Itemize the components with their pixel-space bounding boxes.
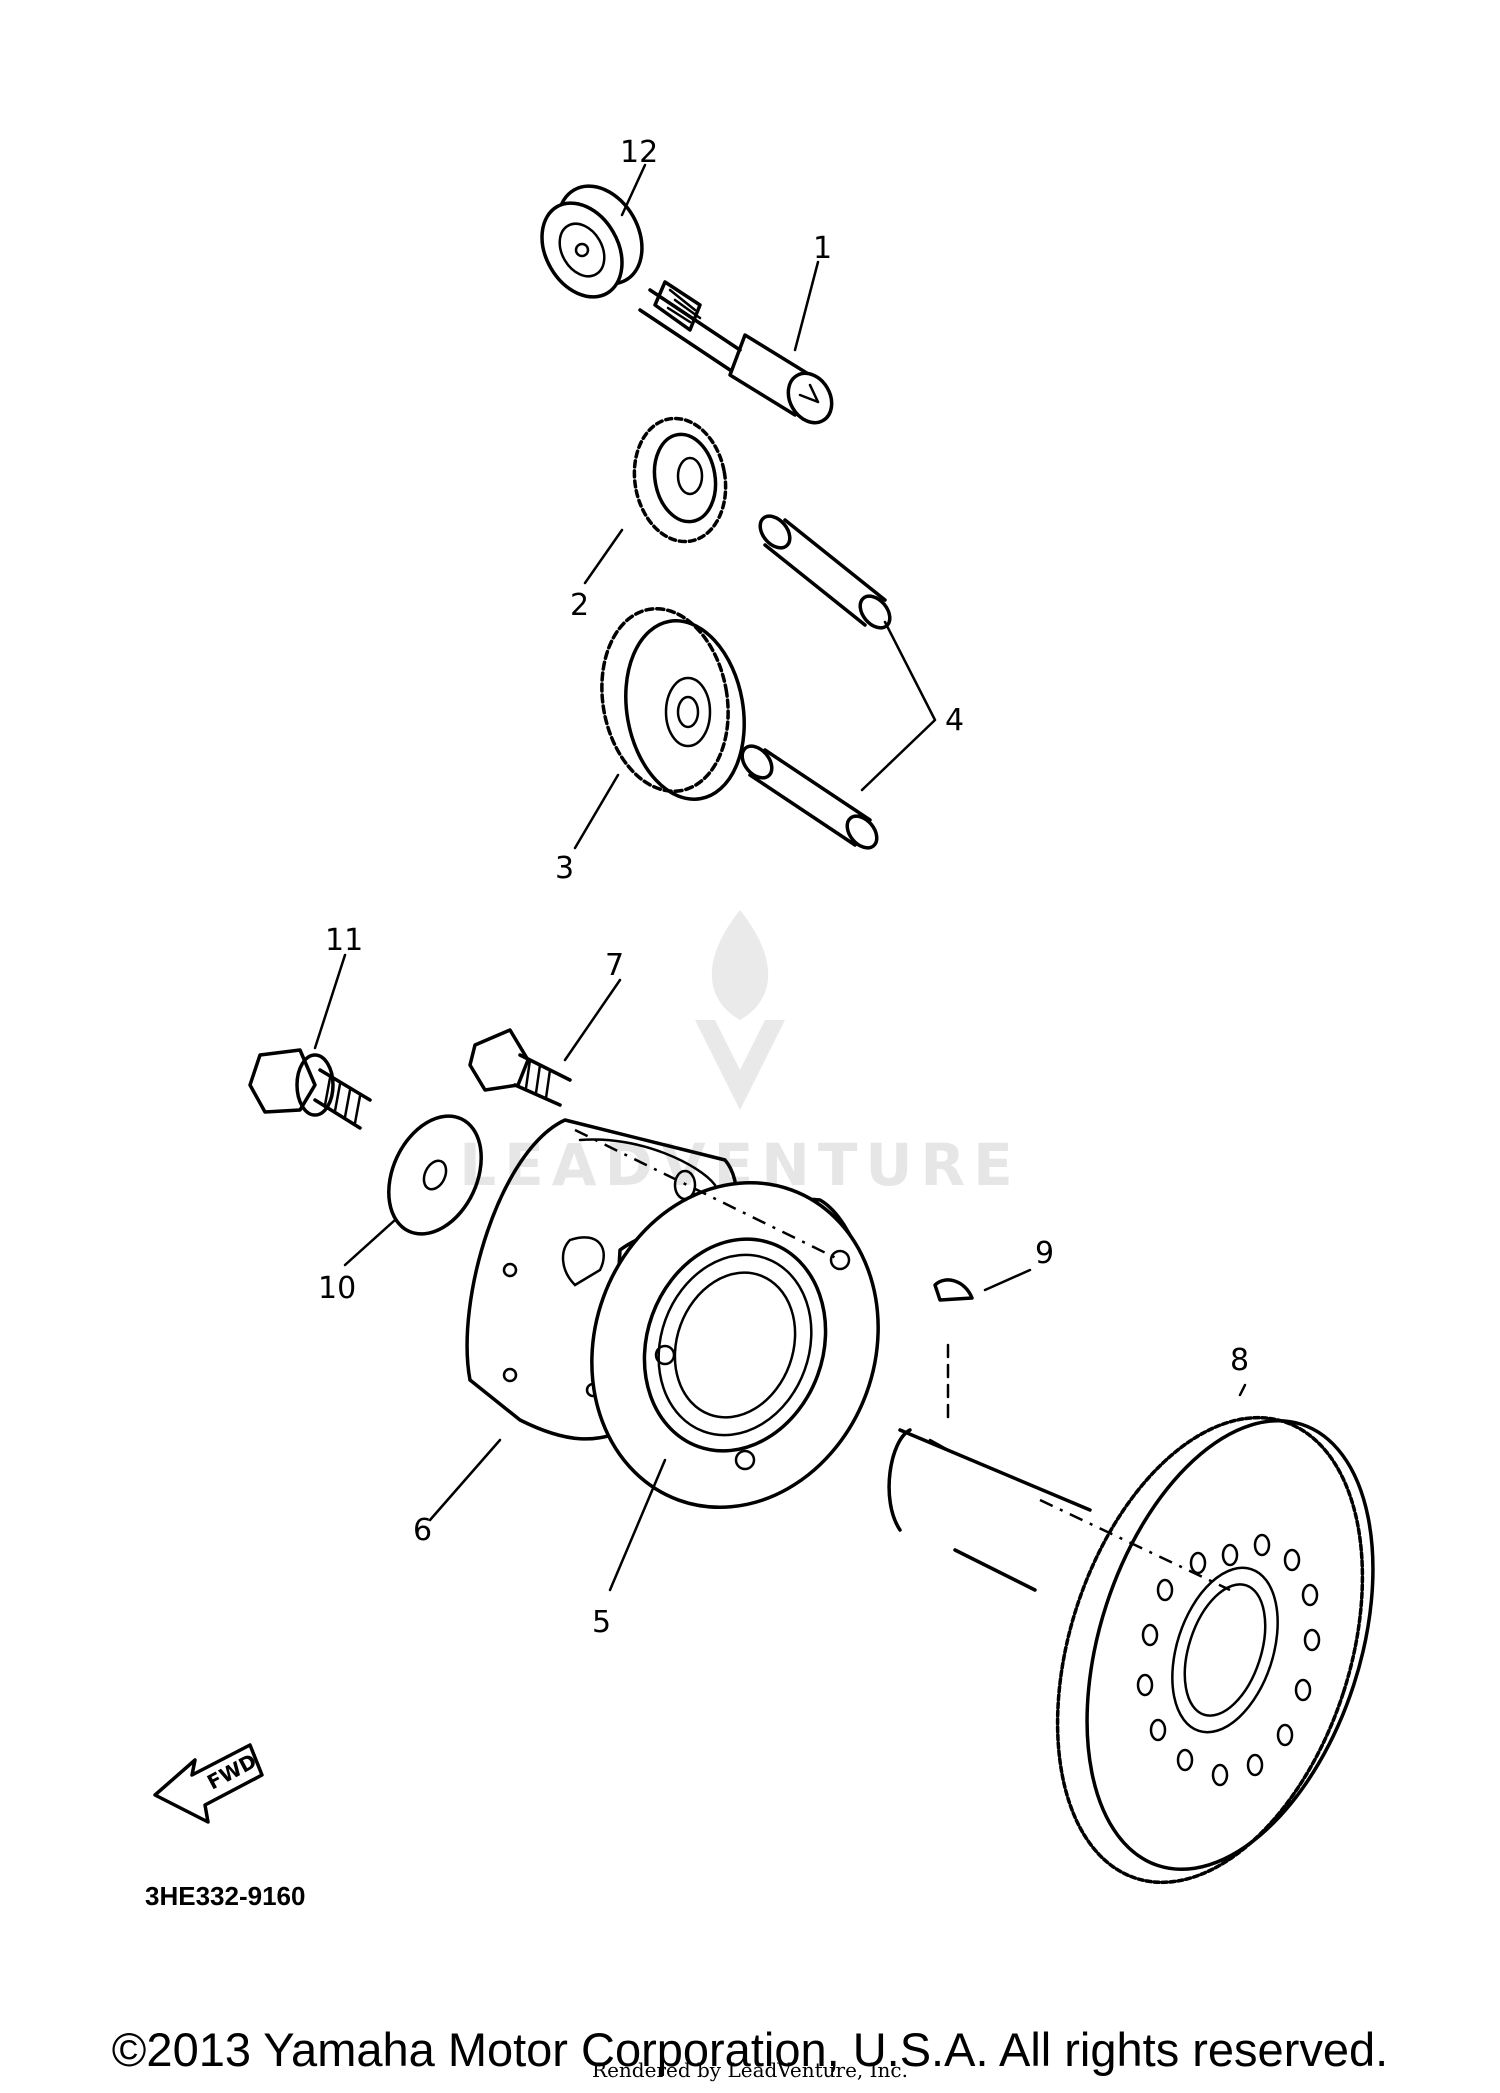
copyright-text: ©2013 Yamaha Motor Corporation, U.S.A. A… (111, 2023, 1389, 2076)
callout-3: 3 (555, 851, 574, 886)
callout-11: 11 (325, 923, 363, 958)
crankshaft-end (887, 1428, 1231, 1592)
callout-labels: 12 1 2 3 4 11 7 10 6 5 9 8 (318, 135, 1249, 1640)
rendered-by-text: Rendered by LeadVenture, Inc. (592, 2058, 908, 2082)
leadventure-watermark: LEADVENTURE (459, 910, 1013, 1199)
callout-12: 12 (620, 135, 658, 170)
callout-6: 6 (413, 1513, 432, 1548)
callout-9: 9 (1035, 1236, 1054, 1271)
callout-7: 7 (605, 948, 624, 983)
part-4-pins (740, 514, 892, 850)
catalog-number: 3HE332-9160 (145, 1881, 305, 1911)
callout-4: 4 (945, 703, 964, 738)
part-10-washer (387, 1114, 483, 1236)
part-3-gear (600, 607, 746, 801)
callout-5: 5 (592, 1605, 611, 1640)
part-1-shaft (638, 280, 834, 425)
part-12-bearing (540, 184, 644, 299)
callout-8: 8 (1230, 1343, 1249, 1378)
part-8-wheel-gear (1055, 1415, 1375, 1885)
fwd-arrow-icon: FWD (153, 1743, 264, 1824)
part-2-gear (632, 416, 728, 544)
part-9-key (933, 1278, 974, 1422)
leader-lines (313, 163, 1247, 1592)
part-7-bolt (468, 1028, 572, 1107)
part-5-clutch (574, 1128, 880, 1510)
callout-1: 1 (813, 231, 832, 266)
part-11-bolt (248, 1048, 372, 1130)
callout-2: 2 (570, 588, 589, 623)
callout-10: 10 (318, 1271, 356, 1306)
